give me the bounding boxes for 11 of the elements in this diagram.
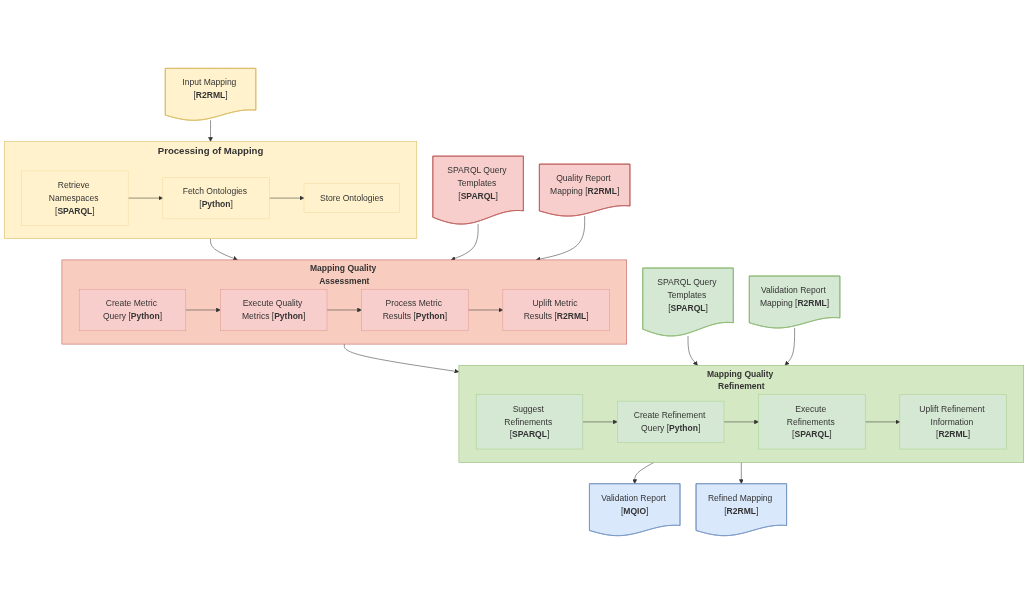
node-box: Fetch Ontologies [Python] <box>162 177 270 220</box>
node-box: Process Metric Results [Python] <box>361 288 469 332</box>
node-box: Store Ontologies <box>303 183 400 213</box>
node-box: Uplift Metric Results [R2RML] <box>502 288 610 332</box>
node-box: Create Refinement Query [Python] <box>617 400 725 443</box>
node-box: Execute Refinements [SPARQL] <box>758 394 866 450</box>
node-box: Create Metric Query [Python] <box>78 288 187 332</box>
node-box: Suggest Refinements [SPARQL] <box>475 394 584 450</box>
node-box: Uplift Refinement Information [R2RML] <box>899 394 1007 450</box>
node-box: Execute Quality Metrics [Python] <box>220 288 328 332</box>
node-box: Retrieve Namespaces [SPARQL] <box>21 170 129 226</box>
